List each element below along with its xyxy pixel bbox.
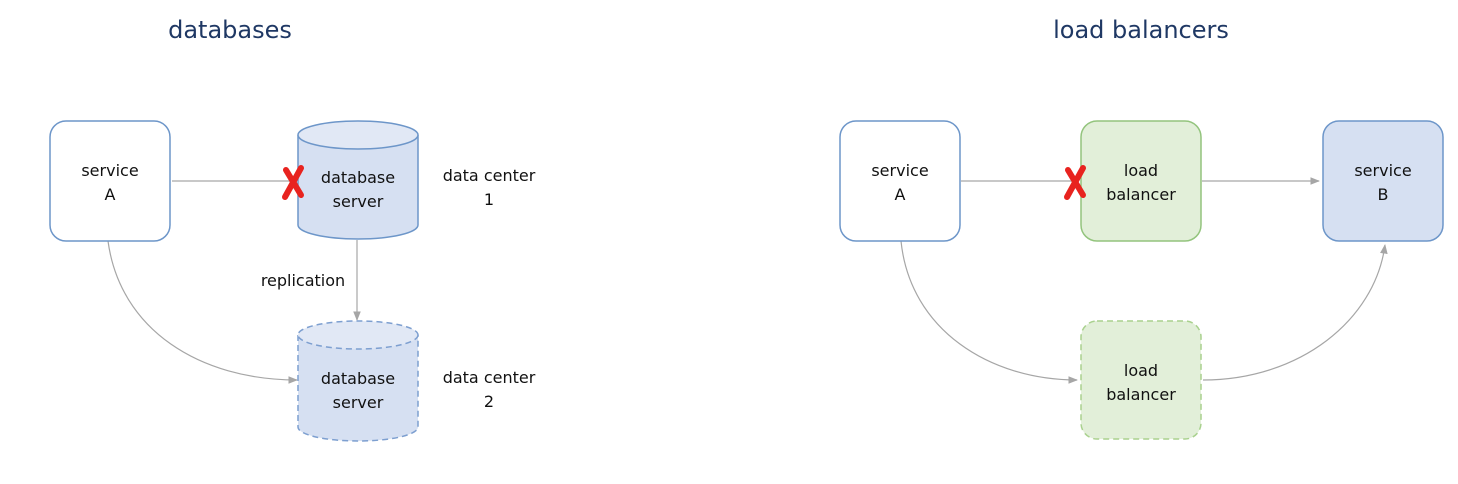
lb-service-a-node: service A [839, 120, 961, 242]
failover-to-backup-lb-arrow [900, 240, 1078, 384]
db-primary-label-line2: server [333, 192, 384, 211]
service-a-label-line2: A [105, 185, 116, 204]
db-replica-label-line2: server [333, 393, 384, 412]
data-center-2-line2: 2 [484, 392, 494, 411]
lb-service-a-label-line1: service [871, 161, 928, 180]
lb-primary-label-line1: load [1124, 161, 1158, 180]
load-balancers-panel: load balancers service A load balancer s… [839, 16, 1444, 440]
lb-service-a-label-line2: A [895, 185, 906, 204]
failover-to-replica-arrow [107, 240, 298, 384]
data-center-2-line1: data center [443, 368, 536, 387]
lb-backup-label-line1: load [1124, 361, 1158, 380]
replication-label: replication [261, 271, 345, 290]
data-center-1-line2: 1 [484, 190, 494, 209]
database-server-replica: database server [297, 320, 419, 442]
db-replica-label-line1: database [321, 369, 395, 388]
db-primary-label-line1: database [321, 168, 395, 187]
backup-lb-to-service-b-arrow [1202, 244, 1388, 381]
load-balancer-primary: load balancer [1080, 120, 1202, 242]
service-a-node: service A [49, 120, 171, 242]
database-server-primary: database server [297, 120, 419, 240]
x-mark-icon [282, 165, 304, 200]
lb-primary-label-line2: balancer [1106, 185, 1176, 204]
service-b-label-line2: B [1378, 185, 1389, 204]
databases-title: databases [168, 16, 292, 44]
load-balancer-backup: load balancer [1080, 320, 1202, 440]
x-mark-icon [1064, 165, 1086, 200]
databases-panel: databases service A database server repl… [49, 16, 536, 442]
service-a-label-line1: service [81, 161, 138, 180]
service-b-node: service B [1322, 120, 1444, 242]
lb-backup-label-line2: balancer [1106, 385, 1176, 404]
service-b-label-line1: service [1354, 161, 1411, 180]
load-balancers-title: load balancers [1053, 16, 1229, 44]
data-center-1-line1: data center [443, 166, 536, 185]
